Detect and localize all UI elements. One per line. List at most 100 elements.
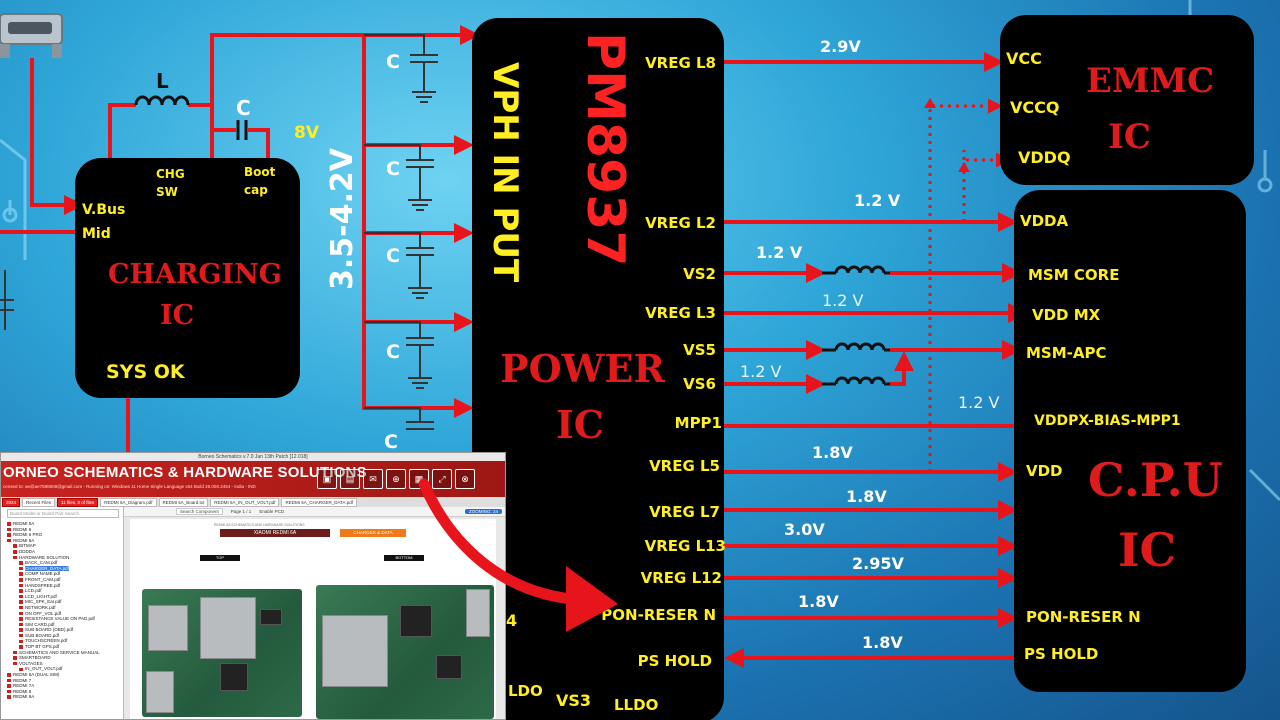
tab-year[interactable]: 2024 <box>2 497 21 507</box>
charging-ic-chip <box>75 158 300 398</box>
tree-item[interactable]: COMP NAME.pdf <box>1 571 123 577</box>
tree-item[interactable]: SIM CARD.pdf <box>1 622 123 628</box>
folder-icon <box>7 678 11 683</box>
pin-sw: SW <box>156 185 178 199</box>
tree-item-label: DDDDA <box>19 548 36 554</box>
folder-icon <box>19 645 23 649</box>
tab-diagram[interactable]: REDMI 6A_Diagram.pdf <box>100 497 157 507</box>
tree-item-label: REDMI 6 <box>13 526 32 532</box>
tab-charger-data[interactable]: REDMI 6A_CHARGER_DATA.pdf <box>281 497 358 507</box>
pin-mpp1: MPP1 <box>675 414 722 432</box>
tree-item-label: REDMI 8 <box>13 688 32 694</box>
pin-cpu-pon-reser-n: PON-RESER N <box>1026 608 1141 626</box>
tree-item[interactable]: LCD_LIGHT.pdf <box>1 594 123 600</box>
tree-item-label: IN_OUT_VOLT.pdf <box>25 666 63 672</box>
tree-item-label: SIM CARD.pdf <box>25 621 55 627</box>
rail-label-2v9: 2.9V <box>820 37 861 56</box>
tree-item[interactable]: RESISTANCE VALUE ON PAD.pdf <box>1 616 123 622</box>
audio-jack <box>466 589 490 637</box>
tree-item-label: SUB BOARD.pdf <box>25 632 60 638</box>
tree-item[interactable]: REDMI 8 <box>1 689 123 695</box>
app-brand: ORNEO SCHEMATICS & HARDWARE SOLUTIONS <box>3 464 367 481</box>
tree-item[interactable]: SMARTBOARD <box>1 655 123 661</box>
app-title-bar: Borneo Schematics v.7.0 Jan 13th Patch [… <box>1 453 505 461</box>
power-ic-title: POWER <box>500 346 665 391</box>
tree-item[interactable]: MIC_SPK_Ear.pdf <box>1 599 123 605</box>
pin-pon-reser-n: PON-RESER N <box>601 606 716 624</box>
tree-item[interactable]: REDMI 7A <box>1 683 123 689</box>
pdf-viewer: Search Component Page 1 / 1 Enable PCD Z… <box>124 507 505 719</box>
tree-item[interactable]: SUB BOARD.pdf <box>1 633 123 639</box>
tree-item-label: SUB BOARD (OBD).pdf <box>25 627 74 633</box>
folder-icon <box>7 522 11 526</box>
chat-icon[interactable]: ✉ <box>363 469 383 489</box>
tree-item[interactable]: REDMI 5A <box>1 521 123 527</box>
tree-item[interactable]: HANDSFREE.pdf <box>1 583 123 589</box>
tree-item-label: REDMI 6A (DUAL SIM) <box>13 672 60 678</box>
tree-item[interactable]: REDMI 8A <box>1 694 123 700</box>
tree-item[interactable]: FRONT_CAM.pdf <box>1 577 123 583</box>
tab-recent-files[interactable]: Recent Files <box>22 497 56 507</box>
tree-item[interactable]: LCD.pdf <box>1 588 123 594</box>
pin-vs3: VS3 <box>556 691 591 710</box>
pin-vdda: VDDA <box>1020 212 1069 230</box>
tree-item-label: TOP BT GPS.pdf <box>25 644 60 650</box>
rail-label-1v8-l7: 1.8V <box>846 487 887 506</box>
tree-item[interactable]: ON OFF_VOL.pdf <box>1 611 123 617</box>
boot-voltage-label: 8V <box>294 123 320 143</box>
tree-item[interactable]: HARDWARE SOLUTION <box>1 555 123 561</box>
rail-label-1v2-l2: 1.2 V <box>854 191 901 210</box>
tree-item[interactable]: REDMI 6A (DUAL SIM) <box>1 672 123 678</box>
emmc-ic-chip <box>1000 15 1254 185</box>
link-icon[interactable]: ⊗ <box>455 469 475 489</box>
folder-icon <box>19 561 23 565</box>
pin-vs5: VS5 <box>683 341 716 359</box>
tree-item[interactable]: VOLTAGES <box>1 661 123 667</box>
capacitor-label: C <box>236 96 251 120</box>
pin-vdd-mx: VDD MX <box>1032 306 1101 324</box>
calendar-icon[interactable]: ▦ <box>409 469 429 489</box>
tree-item[interactable]: CHARGER_DATA.pdf <box>1 565 123 572</box>
tab-file-count[interactable]: 11 files, 0 of files <box>57 497 99 507</box>
pin-vreg-l12: VREG L12 <box>641 569 722 587</box>
window-icon[interactable]: ▣ <box>317 469 337 489</box>
pin-cpu-ps-hold: PS HOLD <box>1024 645 1098 663</box>
tree-search-input[interactable]: Board Model or Board Part Search <box>7 509 119 518</box>
tree-item[interactable]: TOP BT GPS.pdf <box>1 644 123 650</box>
tree-item[interactable]: BACK_CAM.pdf <box>1 560 123 566</box>
app-tab-bar: 2024 Recent Files 11 files, 0 of files R… <box>1 497 505 507</box>
folder-icon <box>19 622 23 627</box>
tree-item[interactable]: IN_OUT_VOLT.pdf <box>1 666 123 672</box>
dotted-branches <box>928 98 1011 472</box>
tree-item[interactable]: SCHEMATICS AND SERVICE MANUAL <box>1 650 123 656</box>
tree-item[interactable]: REDMI 6A <box>1 538 123 544</box>
pin-vddpx-bias-mpp1: VDDPX-BIAS-MPP1 <box>1034 413 1181 429</box>
emmc-ic-subtitle: IC <box>1108 117 1151 157</box>
pin-vs2: VS2 <box>683 265 716 283</box>
tree-item[interactable]: REDMI 6 PRO <box>1 532 123 538</box>
component-search-input[interactable]: Search Component <box>176 508 223 515</box>
zoom-level[interactable]: ZOOMING: 24 <box>464 509 502 514</box>
tree-item[interactable]: REDMI 7 <box>1 678 123 684</box>
rail-label-1v8-pon: 1.8V <box>798 592 839 611</box>
rail-label-1v2-vs2: 1.2 V <box>756 243 803 262</box>
pin-sys-ok: SYS OK <box>106 361 186 383</box>
zoom-icon[interactable]: ⊕ <box>386 469 406 489</box>
tree-item[interactable]: BITMAP <box>1 543 123 549</box>
pin-vreg-l8: VREG L8 <box>645 54 716 72</box>
pin-vddq: VDDQ <box>1018 148 1071 167</box>
pin-ps-hold: PS HOLD <box>638 652 712 670</box>
tree-item[interactable]: SUB BOARD (OBD).pdf <box>1 627 123 633</box>
tree-item[interactable]: DDDDA <box>1 549 123 555</box>
tree-item[interactable]: NETWORK.pdf <box>1 605 123 611</box>
inductor-label: L <box>156 69 169 93</box>
share-icon[interactable]: ⤢ <box>432 469 452 489</box>
enable-pcd-toggle[interactable]: Enable PCD <box>259 509 285 514</box>
tree-item[interactable]: TOUCHSCREEN.pdf <box>1 638 123 644</box>
image-icon[interactable]: ▤ <box>340 469 360 489</box>
pin-vbus: V.Bus <box>82 202 125 218</box>
tree-item[interactable]: REDMI 6 <box>1 527 123 533</box>
pin-vreg-l3: VREG L3 <box>645 304 716 322</box>
tab-in-out-volt[interactable]: REDMI 6A_IN_OUT_VOLT.pdf <box>210 497 280 507</box>
tab-board[interactable]: REDMI 6A_Board.txt <box>158 497 209 507</box>
